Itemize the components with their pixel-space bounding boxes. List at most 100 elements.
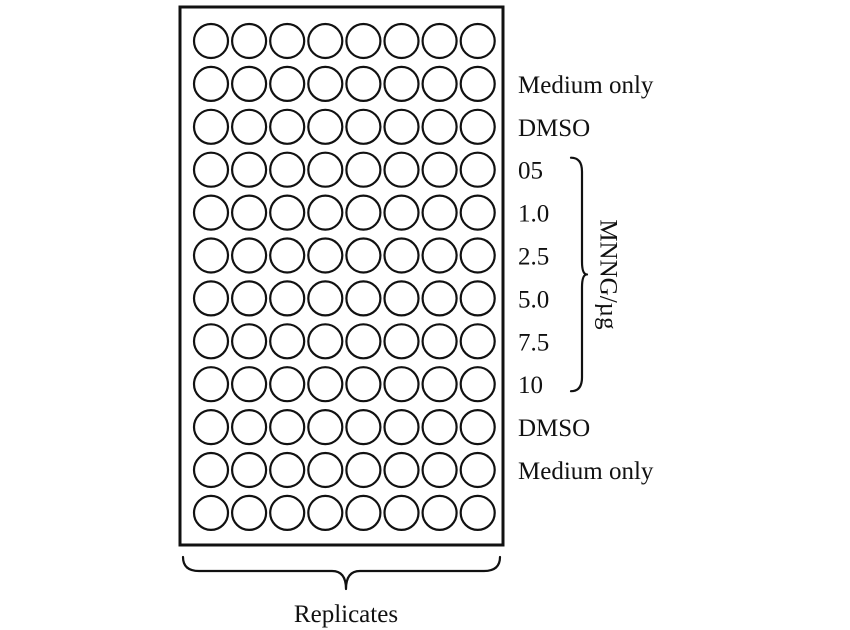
well xyxy=(192,194,230,231)
well xyxy=(459,151,496,188)
well xyxy=(269,22,306,60)
well xyxy=(307,237,344,274)
row-label: 1.0 xyxy=(518,201,549,228)
well xyxy=(421,151,458,188)
well xyxy=(345,366,382,403)
well xyxy=(421,323,458,360)
well xyxy=(231,280,268,317)
well xyxy=(345,194,382,231)
well xyxy=(192,323,230,360)
well xyxy=(269,151,306,188)
well xyxy=(383,65,420,103)
well xyxy=(459,366,496,403)
well xyxy=(231,237,268,274)
well xyxy=(269,280,306,317)
well xyxy=(383,366,420,403)
well xyxy=(269,194,306,231)
row-label: DMSO xyxy=(518,415,590,442)
well xyxy=(459,409,496,446)
well xyxy=(345,451,382,489)
well xyxy=(421,366,458,403)
well xyxy=(459,494,496,532)
well xyxy=(459,65,496,103)
well xyxy=(192,409,230,446)
well xyxy=(192,151,230,188)
well xyxy=(307,108,344,145)
well xyxy=(459,280,496,317)
well xyxy=(421,280,458,317)
concentration-group-label: MNNG/µg xyxy=(594,219,621,330)
well xyxy=(383,409,420,446)
row-label: 05 xyxy=(518,158,543,185)
well xyxy=(345,22,382,60)
well xyxy=(345,65,382,103)
row-label: DMSO xyxy=(518,115,590,142)
well xyxy=(269,237,306,274)
well xyxy=(307,494,344,532)
row-label: 5.0 xyxy=(518,286,549,313)
well xyxy=(269,409,306,446)
plate-outline xyxy=(178,5,505,547)
well xyxy=(269,323,306,360)
well xyxy=(383,451,420,489)
well xyxy=(459,451,496,489)
well xyxy=(231,151,268,188)
well xyxy=(421,194,458,231)
well xyxy=(421,409,458,446)
well xyxy=(345,280,382,317)
well xyxy=(383,151,420,188)
well xyxy=(459,194,496,231)
well xyxy=(307,22,344,60)
well xyxy=(421,494,458,532)
well xyxy=(345,409,382,446)
well xyxy=(192,108,230,145)
well xyxy=(421,451,458,489)
well xyxy=(459,237,496,274)
well xyxy=(307,366,344,403)
row-label: Medium only xyxy=(518,458,654,485)
well xyxy=(345,323,382,360)
well xyxy=(231,22,268,60)
row-label: 10 xyxy=(518,372,543,399)
well xyxy=(421,65,458,103)
well xyxy=(421,237,458,274)
well xyxy=(231,65,268,103)
well xyxy=(192,65,230,103)
well xyxy=(231,108,268,145)
well xyxy=(192,237,230,274)
well xyxy=(192,22,230,60)
well xyxy=(269,108,306,145)
well xyxy=(459,22,496,60)
row-label: 2.5 xyxy=(518,244,549,271)
well xyxy=(231,409,268,446)
well xyxy=(231,323,268,360)
well xyxy=(192,494,230,532)
well xyxy=(421,108,458,145)
well xyxy=(307,65,344,103)
well xyxy=(383,494,420,532)
well xyxy=(345,237,382,274)
well xyxy=(307,194,344,231)
well xyxy=(345,151,382,188)
well xyxy=(459,323,496,360)
well xyxy=(345,108,382,145)
row-label: 7.5 xyxy=(518,329,549,356)
well xyxy=(231,494,268,532)
well xyxy=(421,22,458,60)
well xyxy=(269,451,306,489)
row-labels: Medium onlyDMSO051.02.55.07.510DMSOMediu… xyxy=(518,72,654,485)
well xyxy=(383,108,420,145)
well xyxy=(231,194,268,231)
well xyxy=(383,237,420,274)
well xyxy=(269,366,306,403)
well xyxy=(383,22,420,60)
well xyxy=(307,323,344,360)
well xyxy=(192,280,230,317)
well xyxy=(269,65,306,103)
replicates-brace xyxy=(181,555,502,591)
row-label: Medium only xyxy=(518,72,654,99)
well xyxy=(192,451,230,489)
replicates-label: Replicates xyxy=(294,601,398,628)
well xyxy=(307,280,344,317)
